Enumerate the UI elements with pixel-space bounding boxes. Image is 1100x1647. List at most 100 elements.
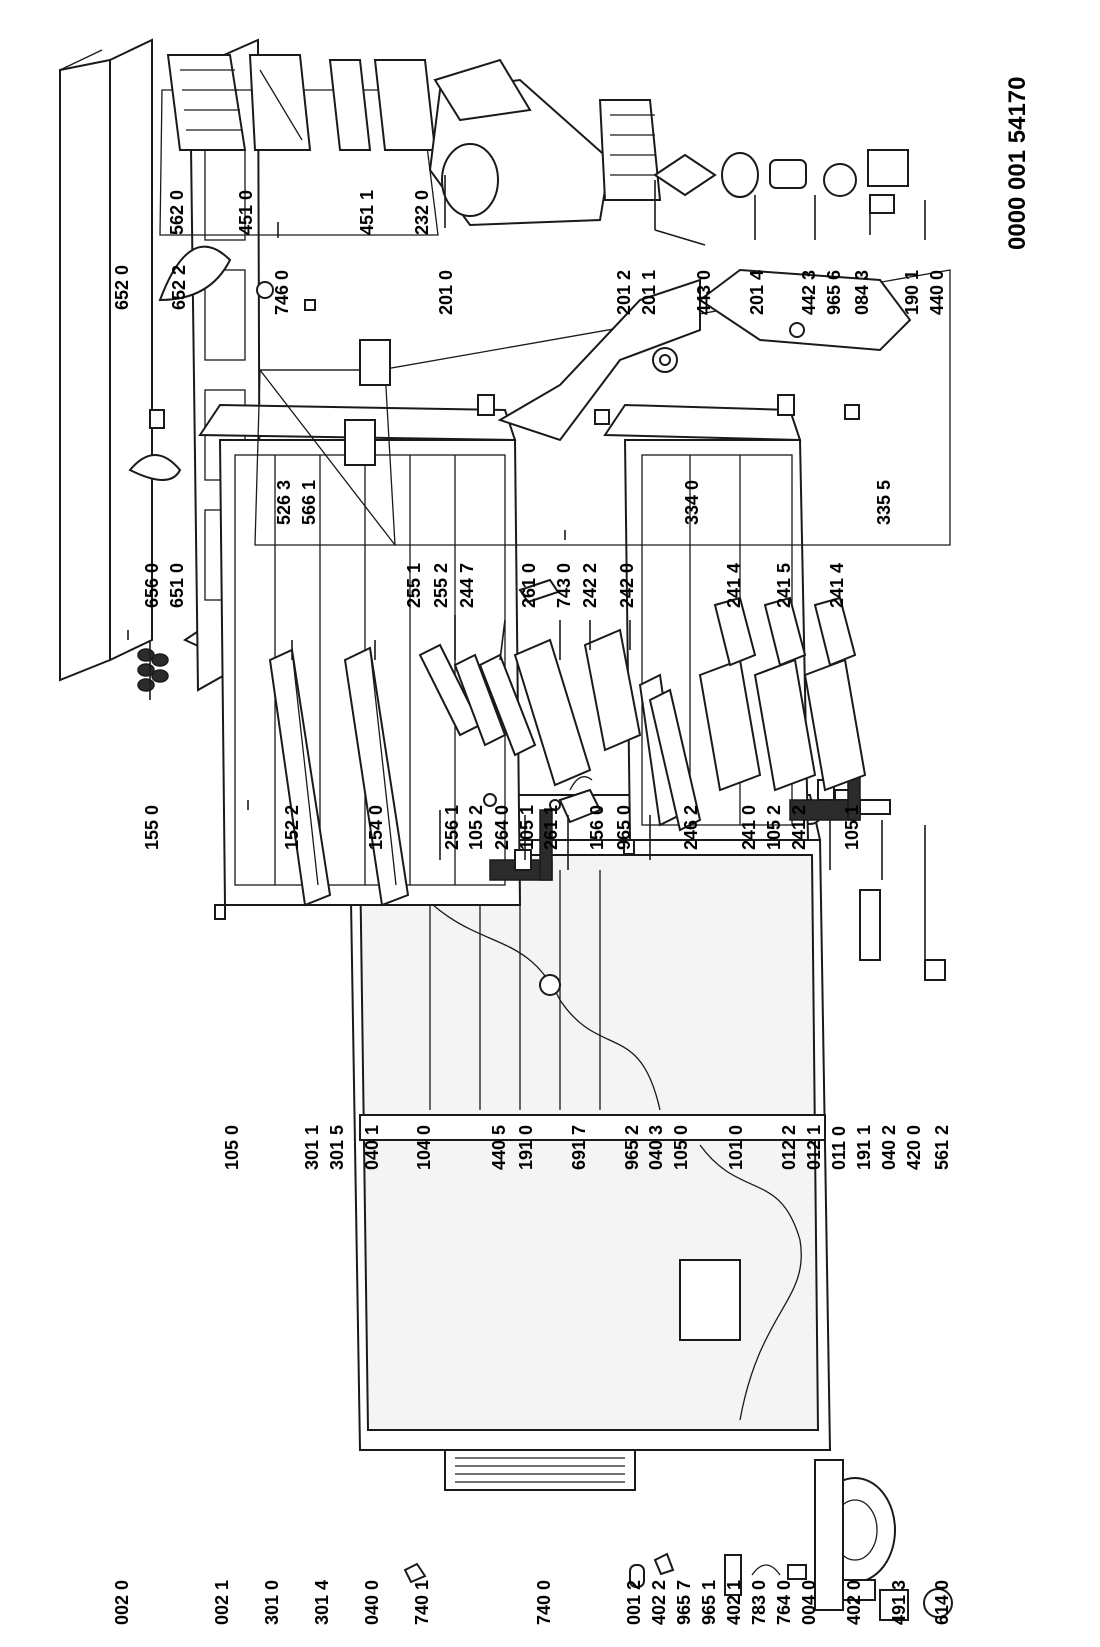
callout-105-1-a: 105 1	[517, 805, 537, 850]
part-241-0-freezer-drawer	[698, 658, 867, 792]
callout-652-2: 652 2	[169, 265, 189, 310]
callout-566-1: 566 1	[299, 480, 319, 525]
callout-232-0: 232 0	[412, 190, 432, 235]
callout-443-0: 443 0	[694, 270, 714, 315]
part-740-0-condenser	[444, 1449, 636, 1491]
part-105-2-b	[777, 394, 795, 416]
part-443-0-fan-blade	[653, 153, 717, 197]
part-566-1	[304, 299, 316, 311]
callout-201-0: 201 0	[436, 270, 456, 315]
callout-614-0: 614 0	[932, 1580, 952, 1625]
part-526-3	[256, 281, 274, 299]
part-256-1	[483, 793, 497, 807]
part-201-1-grille-b	[610, 114, 655, 176]
callout-264-0: 264 0	[492, 805, 512, 850]
callout-334-0: 334 0	[682, 480, 702, 525]
leader-lines	[127, 175, 926, 960]
callout-491-3: 491 3	[889, 1580, 909, 1625]
callout-040-1: 040 1	[362, 1125, 382, 1170]
callout-105-0-b: 105 0	[671, 1125, 691, 1170]
part-155-0-egg-tray	[137, 648, 169, 692]
part-420-0	[859, 889, 881, 961]
callout-402-0: 402 0	[844, 1580, 864, 1625]
part-614-0	[923, 1588, 953, 1618]
callout-040-0: 040 0	[362, 1580, 382, 1625]
part-242-2-crisper	[513, 638, 592, 787]
callout-154-0: 154 0	[366, 805, 386, 850]
callout-261-0: 261 0	[519, 563, 539, 608]
callout-261-1: 261 1	[541, 805, 561, 850]
callout-246-2: 246 2	[681, 805, 701, 850]
callout-440-0: 440 0	[927, 270, 947, 315]
callout-105-2-a: 105 2	[466, 805, 486, 850]
callout-201-1: 201 1	[639, 270, 659, 315]
callout-651-0: 651 0	[167, 563, 187, 608]
part-743-0-assembly-box	[254, 268, 951, 546]
callout-012-2: 012 2	[779, 1125, 799, 1170]
part-232-0-cover	[373, 59, 437, 151]
callout-190-1: 190 1	[902, 270, 922, 315]
part-201-0-fan-assembly	[428, 58, 612, 227]
part-562-0-evaporator	[166, 54, 247, 151]
callout-105-1-b: 105 1	[842, 805, 862, 850]
callout-965-2: 965 2	[622, 1125, 642, 1170]
part-242-0-crisper	[583, 628, 642, 752]
callout-746-0: 746 0	[272, 270, 292, 315]
callout-244-7: 244 7	[457, 563, 477, 608]
part-244-7-cover	[478, 653, 537, 757]
callout-152-2: 152 2	[282, 805, 302, 850]
callout-002-1: 002 1	[212, 1580, 232, 1625]
callout-442-3: 442 3	[799, 270, 819, 315]
callout-241-0: 241 0	[739, 805, 759, 850]
callout-301-5: 301 5	[327, 1125, 347, 1170]
callout-002-0: 002 0	[112, 1580, 132, 1625]
callout-004-0: 004 0	[799, 1580, 819, 1625]
part-451-0-heater	[248, 54, 312, 151]
part-442-3-bracket	[769, 159, 807, 189]
part-105-0-a	[214, 904, 226, 920]
callout-105-0-a: 105 0	[222, 1125, 242, 1170]
part-656-0-lamp-cover	[128, 454, 182, 481]
callout-561-2: 561 2	[932, 1125, 952, 1170]
callout-965-1: 965 1	[699, 1580, 719, 1625]
callout-201-2: 201 2	[614, 270, 634, 315]
callout-526-3: 526 3	[274, 480, 294, 525]
callout-783-0: 783 0	[749, 1580, 769, 1625]
part-201-4-motor	[721, 152, 759, 198]
callout-105-2-b: 105 2	[764, 805, 784, 850]
callout-201-4: 201 4	[747, 270, 767, 315]
part-764-0	[787, 1564, 807, 1580]
callout-155-0: 155 0	[142, 805, 162, 850]
part-255-2-glass-shelf	[453, 653, 507, 747]
callout-965-7: 965 7	[674, 1580, 694, 1625]
callout-451-1: 451 1	[357, 190, 377, 235]
part-152-2-door-balcony	[268, 648, 332, 907]
drawing-code: 0000 001 54170	[1004, 76, 1031, 250]
part-965-6	[789, 322, 805, 338]
callout-740-0: 740 0	[534, 1580, 554, 1625]
callout-241-2: 241 2	[789, 805, 809, 850]
callout-255-2: 255 2	[431, 563, 451, 608]
callout-965-0: 965 0	[614, 805, 634, 850]
callout-965-6: 965 6	[824, 270, 844, 315]
callout-301-0: 301 0	[262, 1580, 282, 1625]
callout-242-2: 242 2	[580, 563, 600, 608]
part-190-1	[869, 194, 895, 214]
part-241-4-drawer-front-a	[713, 596, 757, 667]
callout-691-7: 691 7	[569, 1125, 589, 1170]
callout-101-0: 101 0	[726, 1125, 746, 1170]
part-335-5	[844, 404, 860, 420]
callout-011-0: 011 0	[829, 1126, 849, 1170]
part-261-0	[518, 578, 560, 604]
part-004-0	[814, 1459, 844, 1611]
callout-242-0: 242 0	[617, 563, 637, 608]
callout-241-5: 241 5	[774, 563, 794, 608]
part-740-1	[403, 1562, 427, 1584]
callout-241-4-b: 241 4	[827, 563, 847, 608]
callout-402-1: 402 1	[724, 1580, 744, 1625]
callout-040-3: 040 3	[646, 1125, 666, 1170]
part-105-2-a	[477, 394, 495, 416]
part-651-0-bulb	[149, 409, 165, 429]
callout-156-0: 156 0	[587, 805, 607, 850]
